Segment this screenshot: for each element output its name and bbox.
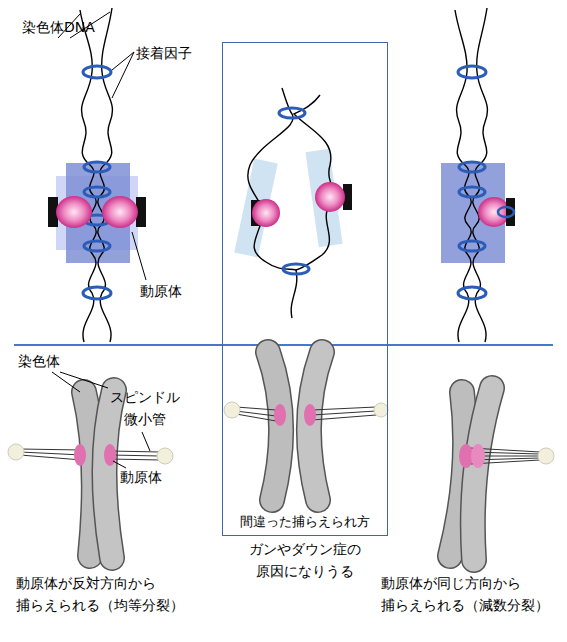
chromosome [268,352,322,500]
label-text: 動原体が反対方向から 捕らえられる（均等分裂） [16,572,212,616]
cohesin-ring [458,287,486,299]
chromatid-outline [473,388,492,560]
spindle-microtubule [20,449,82,450]
kinetochore [252,199,280,227]
cohesin-ring [458,66,486,299]
label-text: ガンやダウン症の 原因になりうる [228,538,382,582]
cohesin-ring [458,66,486,78]
chromatid [104,390,114,558]
dna-strand [455,8,487,342]
cohesin-ring [459,187,485,197]
leader-line [60,372,108,388]
leader-line [132,232,146,280]
spindle-microtubule [312,411,376,415]
cohesin-ring [84,187,110,197]
chromosome [450,388,492,560]
leader-line [52,372,80,392]
spindle-microtubule [20,455,82,460]
spindle-microtubule [236,414,276,421]
kinetochore [102,196,138,228]
spindle-pole [157,448,173,464]
chromatid [473,388,492,560]
chromatid-outline [104,390,114,558]
spindle-microtubule [110,451,160,452]
spindle-pole [8,444,24,460]
kinetochore [459,444,473,468]
kinetochore [74,444,86,466]
chromatid-outline [309,352,322,500]
label-text: 動原体 [140,280,182,302]
leader-line [112,52,134,70]
spindle-microtubule [110,455,160,456]
kinetochore [56,196,92,228]
kinetochore [251,182,352,227]
leader-line [113,461,126,468]
kinetochore [274,404,286,426]
cohesin-ring [84,241,110,251]
spindle-microtubule [20,452,82,455]
label-text: 動原体 [120,466,162,488]
label-text: 染色体 [18,350,60,372]
spindle-microtubule [236,407,276,410]
kinetochore [315,182,345,212]
dna-strand [80,8,112,342]
cohesin-ring [83,66,111,78]
kinetochore [478,197,515,227]
leader-line [58,12,146,280]
chromatid [309,352,322,500]
cohesin-ring [279,108,309,274]
spindle-microtubule [110,459,160,460]
kinetochore [104,444,116,466]
spindle-microtubule [312,415,376,420]
dna-strand [248,88,297,318]
spindle-pole [538,448,554,464]
cohesin-ring [459,162,485,172]
cohesin-ring [279,108,305,118]
kinetochore [304,404,316,426]
box-caption: 間違った捕らえられ方 [223,513,387,531]
kinetochore [478,197,510,227]
cohesin-ring [83,66,111,299]
kinetochore [48,196,146,228]
spindle-pole [374,403,388,417]
kinetochore [471,444,485,468]
label-text: 接着因子 [136,42,192,64]
spindle-pole [224,402,240,418]
cohesin-region [56,163,138,263]
leader-line [142,432,150,451]
label-text: 動原体が同じ方向から 捕らえられる（減数分裂） [381,572,563,616]
label-text: スピンドル 微小管 [104,386,186,430]
region-box: 間違った捕らえられ方 [222,42,388,536]
cohesin-ring [83,287,111,299]
spindle-microtubule [20,449,160,460]
cohesin-ring [84,162,110,172]
spindle-microtubule [312,407,376,410]
cohesin-ring [283,264,309,274]
leader-line [112,52,134,98]
cohesin-ring [498,207,514,217]
chromosome [84,390,114,558]
cohesin-ring [459,241,485,251]
label-text: 染色体DNA [22,16,95,38]
chromatid [268,352,281,500]
separator-line [14,344,553,346]
chromatid-outline [268,352,281,500]
